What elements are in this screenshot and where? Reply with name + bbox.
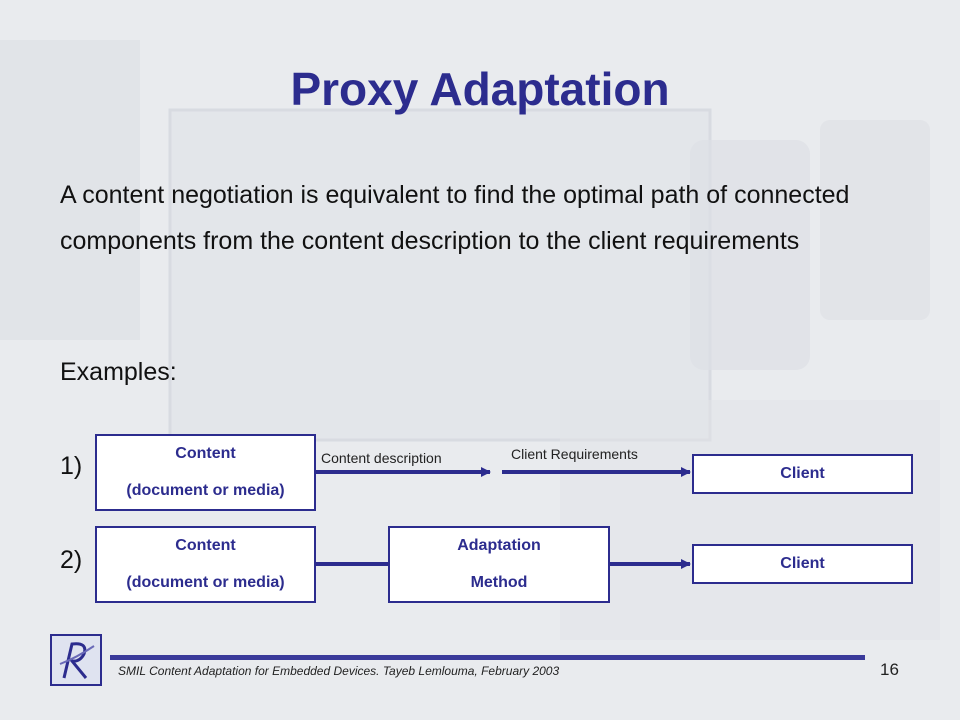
slide-title: Proxy Adaptation xyxy=(290,63,670,115)
example1-client-label: Client xyxy=(780,465,825,482)
examples-label: Examples: xyxy=(60,358,177,386)
adaptation-method-box: Adaptation Method xyxy=(388,526,610,603)
example2-number: 2) xyxy=(60,546,83,574)
client-requirements-label: Client Requirements xyxy=(511,446,638,462)
page-number: 16 xyxy=(880,660,899,679)
example2-content-subtitle: (document or media) xyxy=(126,573,285,591)
example1-content-title: Content xyxy=(175,445,236,463)
example1-content-subtitle: (document or media) xyxy=(126,481,285,499)
example2-content-box: Content (document or media) xyxy=(95,526,316,603)
example2-client-label: Client xyxy=(780,555,825,572)
example2-client-box: Client xyxy=(692,544,913,584)
footer-caption: SMIL Content Adaptation for Embedded Dev… xyxy=(118,664,560,678)
example2-content-title: Content xyxy=(175,537,236,555)
example1-client-box: Client xyxy=(692,454,913,494)
slide-paragraph: A content negotiation is equivalent to f… xyxy=(60,172,920,264)
adaptation-method-subtitle: Method xyxy=(470,573,528,591)
paragraph-text: A content negotiation is equivalent to f… xyxy=(60,181,850,255)
content-description-label: Content description xyxy=(321,450,442,466)
footer-rule xyxy=(110,655,865,660)
example1-content-box: Content (document or media) xyxy=(95,434,316,511)
r-monogram-logo-icon xyxy=(50,634,102,686)
example1-number: 1) xyxy=(60,452,83,480)
adaptation-method-title: Adaptation xyxy=(457,537,541,555)
